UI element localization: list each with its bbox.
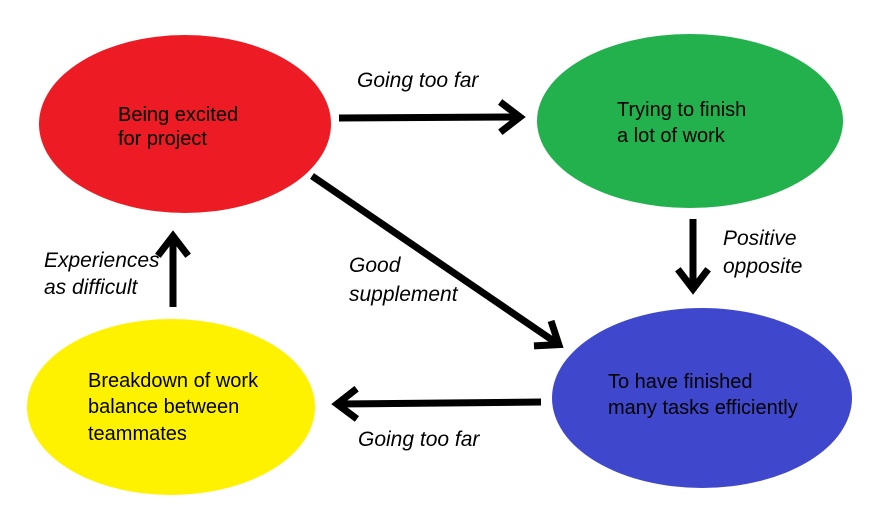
node-finished-many-tasks-label-line2: many tasks efficiently bbox=[608, 397, 798, 419]
edge-label-experiences: Experiences bbox=[44, 249, 160, 272]
node-trying-to-finish-label-line1: Trying to finish bbox=[617, 99, 746, 121]
arrow-excited-to-finished bbox=[310, 173, 564, 350]
edges-group: Going too far Positive opposite Good sup… bbox=[44, 69, 802, 451]
nodes-group: Being excited for project Trying to fini… bbox=[27, 34, 852, 495]
node-trying-to-finish-label-line2: a lot of work bbox=[617, 125, 726, 147]
edge-label-going-too-far-top: Going too far bbox=[357, 69, 479, 92]
edge-label-positive: Positive bbox=[723, 227, 797, 250]
edge-label-going-too-far-bottom: Going too far bbox=[358, 428, 480, 451]
arrow-excited-to-trying bbox=[338, 99, 526, 135]
node-being-excited-ellipse bbox=[39, 35, 331, 213]
node-breakdown-label-line2: balance between bbox=[88, 396, 239, 418]
node-being-excited-label-line1: Being excited bbox=[118, 104, 238, 126]
node-breakdown-ellipse bbox=[27, 319, 315, 495]
node-breakdown-label-line3: teammates bbox=[88, 423, 187, 445]
node-finished-many-tasks-ellipse bbox=[552, 308, 852, 488]
node-finished-many-tasks-label-line1: To have finished bbox=[608, 371, 753, 393]
edge-label-as-difficult: as difficult bbox=[44, 276, 139, 299]
edge-label-supplement: supplement bbox=[349, 283, 459, 306]
arrow-finished-to-breakdown bbox=[331, 385, 542, 422]
edge-label-opposite: opposite bbox=[723, 255, 802, 278]
node-being-excited-label-line2: for project bbox=[118, 128, 207, 150]
node-breakdown-label-line1: Breakdown of work bbox=[88, 370, 259, 392]
edge-label-good: Good bbox=[349, 254, 402, 277]
node-trying-to-finish-ellipse bbox=[537, 34, 843, 208]
